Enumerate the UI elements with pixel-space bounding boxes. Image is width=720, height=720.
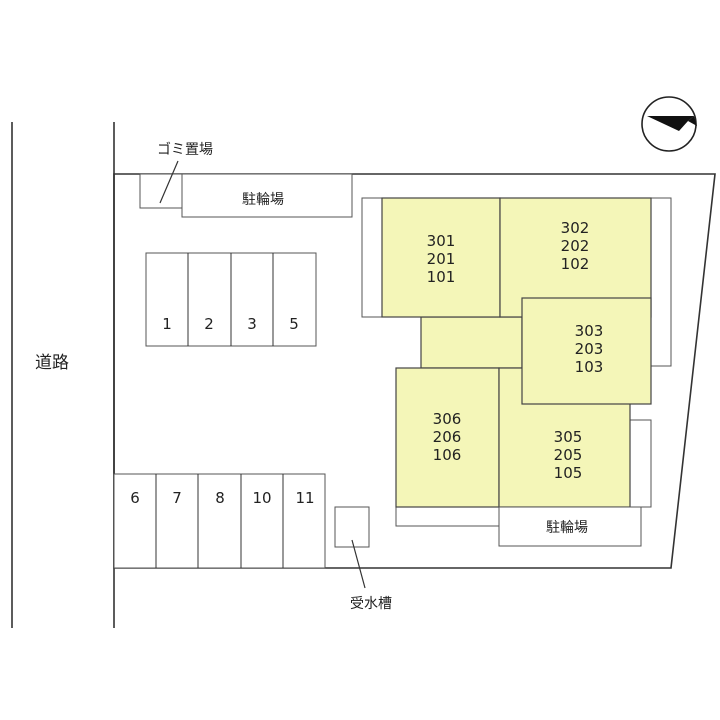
parking-space-label: 8 bbox=[215, 489, 225, 507]
unit-number: 202 bbox=[561, 237, 590, 255]
north-arrow-icon bbox=[641, 96, 697, 152]
unit-number: 303 bbox=[575, 322, 604, 340]
unit-306: 306 206 106 bbox=[395, 367, 500, 508]
garbage-area bbox=[139, 173, 183, 209]
unit-number: 106 bbox=[433, 446, 462, 464]
water-tank-leader-line bbox=[351, 539, 366, 589]
garbage-label: ゴミ置場 bbox=[157, 141, 213, 158]
bicycle-parking-bottom bbox=[498, 506, 642, 547]
parking-space-label: 3 bbox=[247, 315, 257, 333]
parking-space-label: 11 bbox=[295, 489, 314, 507]
road-label: 道路 bbox=[35, 353, 69, 373]
unit-number: 302 bbox=[561, 219, 590, 237]
unit-303: 303 203 103 bbox=[521, 297, 652, 405]
garbage-leader-line bbox=[159, 160, 179, 204]
unit-number: 206 bbox=[433, 428, 462, 446]
bicycle-parking-top-label: 駐輪場 bbox=[242, 191, 284, 208]
parking-space-label: 7 bbox=[172, 489, 182, 507]
unit-number: 301 bbox=[427, 232, 456, 250]
balcony-right-lower bbox=[629, 419, 652, 508]
corridor bbox=[420, 316, 523, 369]
balcony-bottom bbox=[395, 506, 500, 527]
water-tank-label: 受水槽 bbox=[350, 596, 392, 612]
unit-number: 103 bbox=[575, 358, 604, 376]
unit-number: 101 bbox=[427, 268, 456, 286]
parking-space-label: 5 bbox=[289, 315, 299, 333]
parking-space-label: 10 bbox=[252, 489, 271, 507]
unit-number: 102 bbox=[561, 255, 590, 273]
unit-number: 105 bbox=[554, 464, 583, 482]
parking-bottom-block bbox=[113, 473, 326, 569]
parking-top-group: 1 2 3 5 bbox=[145, 252, 317, 347]
unit-number: 306 bbox=[433, 410, 462, 428]
unit-block bbox=[395, 367, 500, 508]
balcony-right bbox=[650, 197, 672, 367]
parking-bottom-group: 6 7 8 10 11 bbox=[113, 473, 326, 569]
balcony-left bbox=[361, 197, 383, 318]
unit-number: 305 bbox=[554, 428, 583, 446]
bicycle-parking-top bbox=[181, 173, 353, 218]
unit-block bbox=[381, 197, 501, 318]
parking-space-label: 1 bbox=[162, 315, 172, 333]
unit-block bbox=[521, 297, 652, 405]
site-boundary bbox=[113, 173, 716, 569]
parking-space-label: 6 bbox=[130, 489, 140, 507]
unit-301: 301 201 101 bbox=[381, 197, 501, 318]
parking-space-label: 2 bbox=[204, 315, 214, 333]
unit-number: 203 bbox=[575, 340, 604, 358]
bicycle-parking-bottom-label: 駐輪場 bbox=[546, 519, 588, 536]
unit-number: 201 bbox=[427, 250, 456, 268]
unit-number: 205 bbox=[554, 446, 583, 464]
